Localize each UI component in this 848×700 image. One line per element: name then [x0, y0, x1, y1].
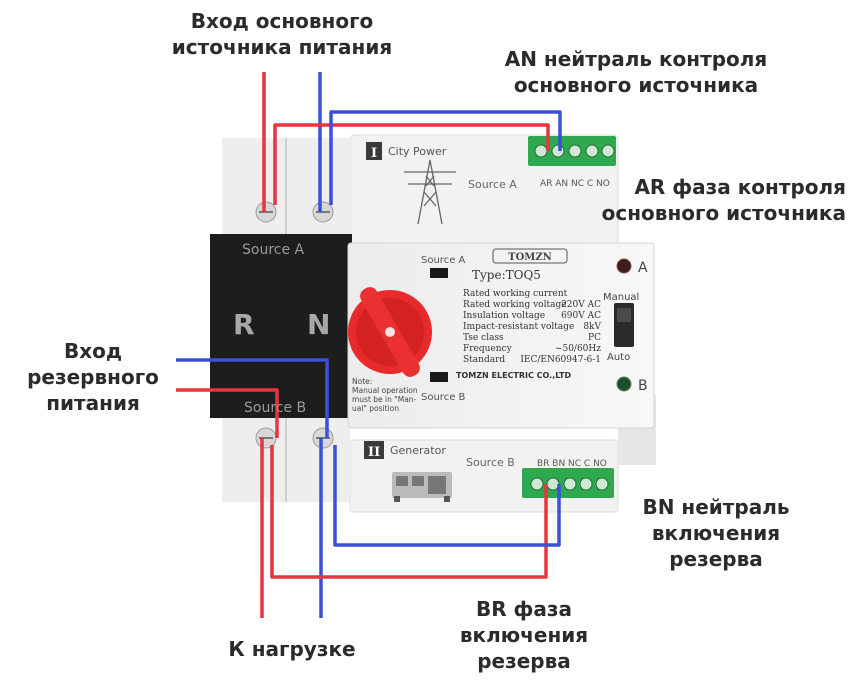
mode-auto-label: Auto [607, 352, 630, 363]
label-ar-phase: AR фаза контроля основного источника [601, 175, 846, 225]
spec-value: IEC/EN60947-6-1 [520, 355, 601, 365]
company-label: TOMZN ELECTRIC CO.,LTD [456, 371, 571, 380]
block-source-a-label: Source A [242, 242, 305, 258]
generator-label: Generator [390, 444, 446, 457]
spec-label: Tse class [463, 333, 504, 343]
ar-control-wire [273, 123, 550, 205]
label-load: К нагрузке [228, 637, 356, 661]
label-bn-neutral: BN нейтраль включения резерва [642, 495, 790, 571]
note-line: must be in "Man- [352, 395, 417, 404]
source-b-slot [430, 372, 448, 382]
selector-knob[interactable] [348, 284, 432, 380]
br-control-wire [270, 445, 548, 579]
switch-front-panel [347, 242, 655, 429]
type-label: Type:TOQ5 [472, 268, 541, 282]
bottom-terminals-label: BR BN NC C NO [537, 459, 607, 469]
spec-value: 220V AC [561, 300, 601, 310]
indicator-lamp-b [616, 376, 632, 392]
spec-label: Impact-resistant voltage [463, 322, 574, 332]
spec-table: Rated working current Rated working volt… [463, 289, 601, 365]
note-line: ual" position [352, 404, 399, 413]
bn-control-wire [333, 445, 561, 547]
spec-value: 8kV [583, 322, 601, 332]
top-terminal-block [528, 136, 616, 166]
label-br-phase: BR фаза включения резерва [459, 597, 589, 673]
spec-label: Standard [463, 355, 505, 365]
indicator-b-label: B [638, 378, 648, 394]
block-source-b-label: Source B [244, 400, 306, 416]
spec-label: Rated working voltage [463, 300, 567, 310]
spec-value: PC [588, 333, 601, 343]
backup-neutral-wire [176, 358, 329, 438]
switch-source-b-label: Source B [421, 392, 466, 403]
generator-icon [392, 472, 452, 502]
source-a-slot [430, 268, 448, 278]
gen-numeral: II [368, 445, 380, 460]
spec-label: Insulation voltage [463, 311, 545, 321]
bottom-terminal-block [522, 468, 614, 498]
an-control-wire [329, 110, 562, 205]
label-an-neutral: AN нейтраль контроля основного источника [504, 47, 768, 97]
label-main-input: Вход основного источника питания [171, 9, 393, 59]
spec-label: Rated working current [463, 289, 568, 299]
switch-source-a-label: Source A [421, 255, 466, 266]
note-line: Manual operation [352, 386, 418, 395]
gen-numeral-box [364, 441, 384, 459]
screw-terminals [255, 201, 334, 449]
pole-r-label: R [233, 308, 255, 341]
note-line: Note: [352, 377, 372, 386]
pylon-icon [404, 159, 456, 225]
label-backup-input: Вход резервного питания [27, 339, 159, 415]
source-a-small-label: Source A [468, 178, 517, 191]
city-numeral-box [366, 142, 382, 160]
city-power-label: City Power [388, 145, 447, 158]
city-numeral: I [371, 146, 377, 161]
spec-value: ~50/60Hz [555, 344, 601, 354]
manual-note: Note: Manual operation must be in "Man- … [352, 377, 418, 413]
spec-label: Frequency [463, 344, 513, 354]
source-b-small-label: Source B [466, 456, 515, 469]
indicator-lamp-a [616, 258, 632, 274]
top-terminals-label: AR AN NC C NO [540, 179, 610, 189]
brand-label: TOMZN [508, 252, 552, 263]
mode-manual-label: Manual [603, 292, 639, 303]
indicator-a-label: A [638, 260, 648, 276]
backup-phase-wire [176, 388, 279, 438]
brand-badge [492, 248, 568, 264]
pole-n-label: N [307, 308, 330, 341]
spec-value: 690V AC [561, 311, 601, 321]
